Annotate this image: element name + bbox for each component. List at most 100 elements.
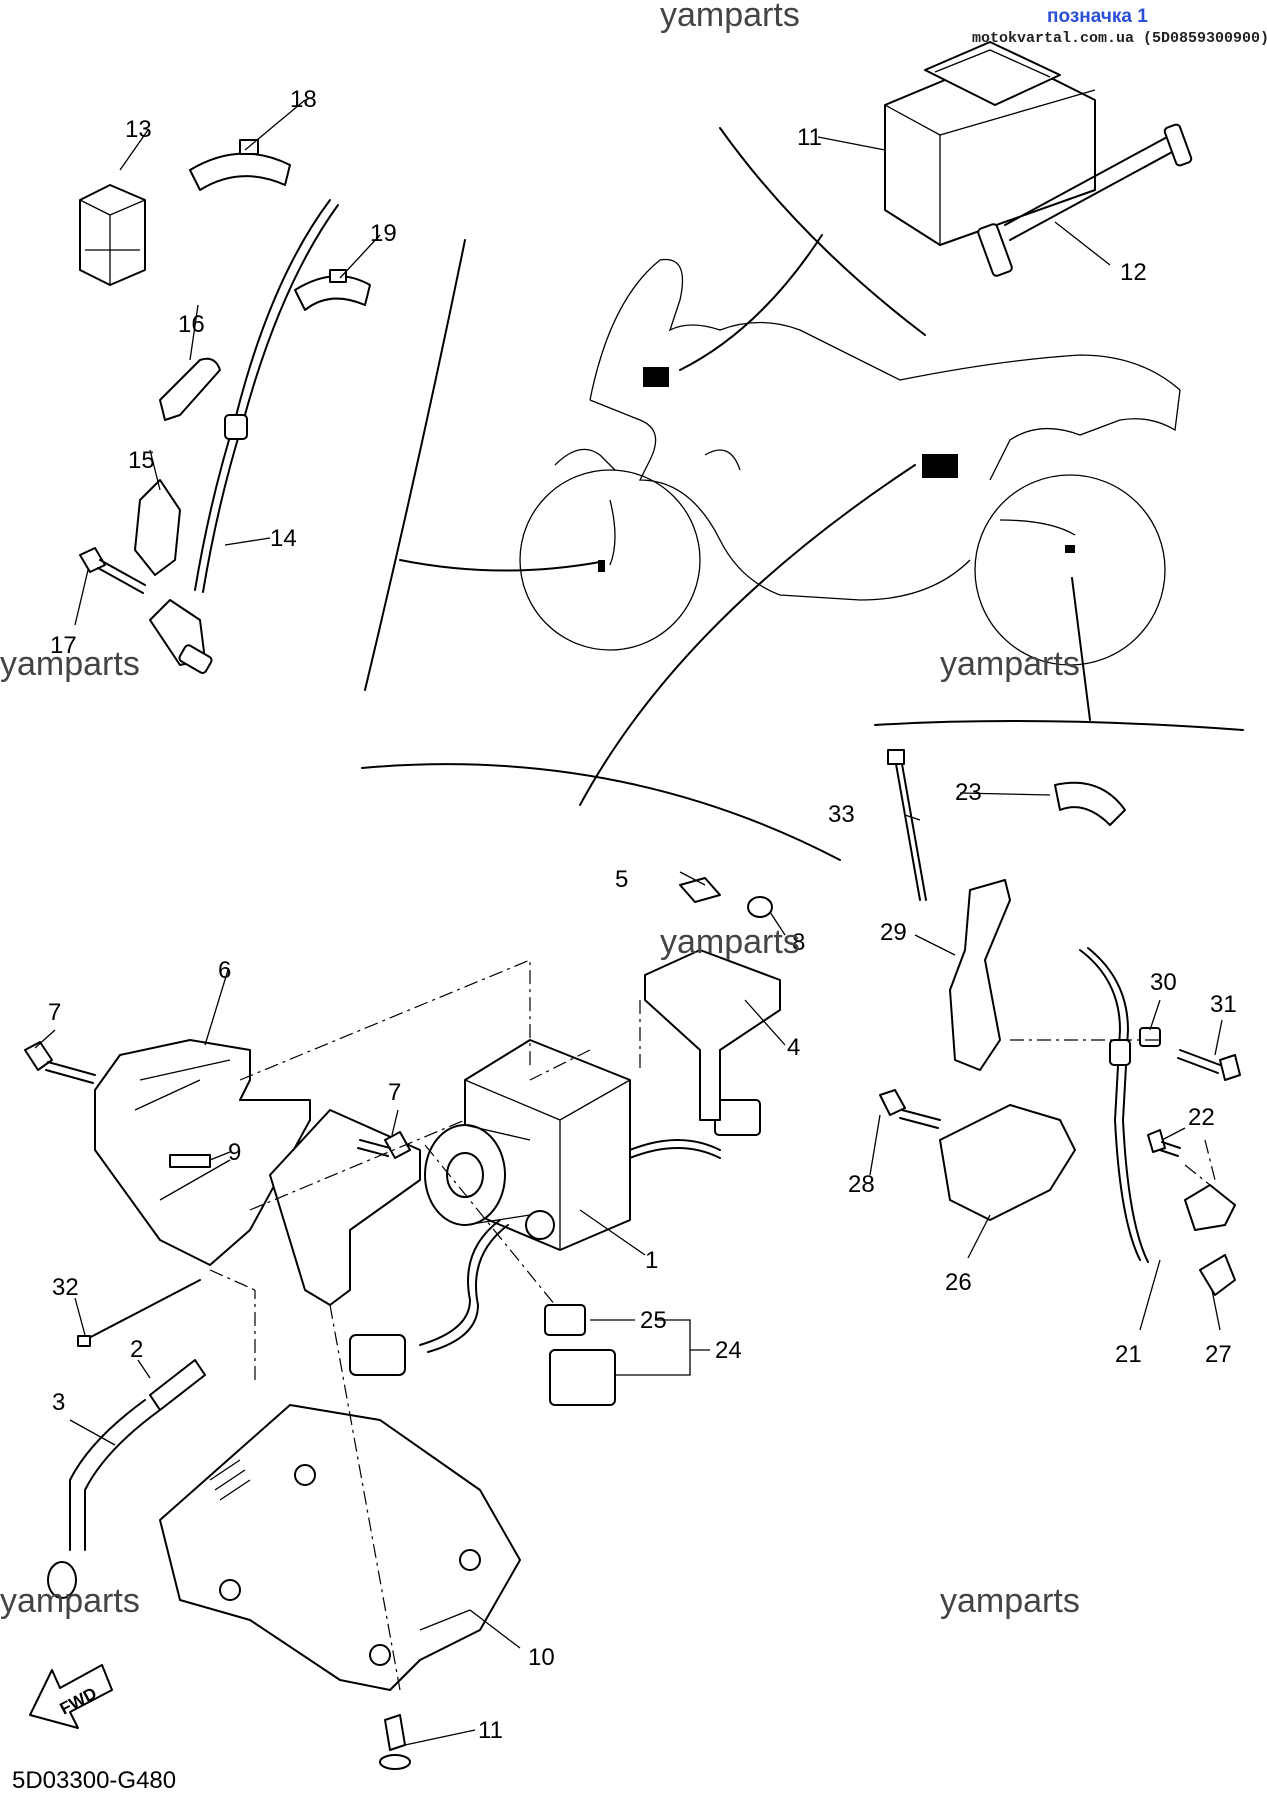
part-hose-end (47, 1561, 77, 1599)
ecu-location-marker (643, 367, 669, 387)
callout-3: 3 (52, 1389, 65, 1416)
front-sensor-marker (598, 560, 605, 572)
part-relay (79, 184, 146, 286)
callout-13: 12 (1120, 259, 1147, 286)
part-clamp-19 (189, 139, 291, 191)
part-cover-10 (159, 1404, 521, 1691)
part-label-9 (169, 1154, 211, 1168)
callout-4: 4 (787, 1034, 800, 1061)
part-coupler-assy-24 (549, 1349, 616, 1406)
callout-10: 10 (528, 1644, 555, 1671)
abs-location-marker (922, 454, 958, 478)
rear-sensor-marker (1065, 545, 1075, 553)
part-clamp-23 (1054, 781, 1126, 826)
callout-32: 32 (52, 1274, 79, 1301)
part-damper-5 (679, 877, 721, 903)
part-ecu-unit (884, 41, 1096, 246)
rear-wheel (974, 474, 1166, 666)
callout-2: 2 (130, 1336, 143, 1363)
watermark-top: yamparts (660, 0, 800, 34)
callout-1: 1 (645, 1247, 658, 1274)
callout-30: 30 (1150, 969, 1177, 996)
callout-12: 11 (797, 124, 822, 151)
part-clamp-27 (1199, 1254, 1236, 1296)
part-bracket-29 (949, 879, 1011, 1071)
watermark-bottom-right: yamparts (940, 1582, 1080, 1620)
watermark-left: yamparts (0, 645, 140, 683)
callout-29: 29 (880, 919, 907, 946)
callout-14: 13 (125, 116, 152, 143)
callout-17: 16 (178, 311, 205, 338)
callout-9: 9 (228, 1139, 241, 1166)
part-rod-32 (84, 1279, 201, 1341)
fwd-arrow-icon: FWD (29, 1664, 113, 1729)
callout-5: 5 (615, 866, 628, 893)
callout-24: 24 (715, 1337, 742, 1364)
part-bracket-center (269, 1109, 421, 1306)
arrow-rear-sensor (1071, 577, 1091, 721)
callout-19: 18 (290, 86, 317, 113)
part-fitting-2 (149, 1359, 206, 1411)
divider-left-curve (364, 239, 466, 691)
callout-15: 14 (270, 525, 297, 552)
callout-20: 19 (370, 220, 397, 247)
part-clamp-20 (294, 269, 371, 311)
callout-11: 11 (478, 1717, 503, 1744)
part-bracket-26 (939, 1104, 1076, 1221)
part-hose-3 (69, 1399, 161, 1551)
watermark-right: yamparts (940, 645, 1080, 683)
part-bolt-11 (379, 1714, 411, 1770)
divider-abs-curve (361, 763, 841, 861)
part-front-wheel-sensor (149, 199, 339, 674)
callout-7a: 7 (48, 999, 61, 1026)
part-bolt-28 (879, 1089, 941, 1129)
part-harness-coupler (349, 1334, 406, 1376)
callout-33: 33 (828, 801, 855, 828)
callout-23: 23 (955, 779, 982, 806)
callout-labels: 13 18 19 16 15 14 17 11 12 5 8 4 6 7 7 9… (48, 86, 1237, 1744)
diagram-code: 5D03300-G480 (12, 1767, 176, 1794)
part-bolt-31 (1177, 1049, 1241, 1081)
arrow-abs (579, 464, 916, 806)
divider-top-curve (719, 127, 926, 336)
callout-21: 21 (1115, 1341, 1142, 1368)
callout-22: 22 (1188, 1104, 1215, 1131)
front-wheel (519, 469, 701, 651)
part-collar-8 (747, 896, 773, 918)
callout-7b: 7 (388, 1079, 401, 1106)
part-coupler-25 (544, 1304, 586, 1336)
part-rod-end (77, 1335, 91, 1347)
part-clamp-30 (1139, 1027, 1161, 1047)
callout-16: 15 (128, 447, 155, 474)
watermark-bottom-left: yamparts (0, 1582, 140, 1620)
callout-27: 27 (1205, 1341, 1232, 1368)
header-source: motokvartal.com.ua (5D0859300900) (972, 30, 1267, 47)
motorcycle-outline (519, 258, 1181, 666)
leader-lines (34, 99, 1223, 1746)
part-rear-wheel-sensor (1079, 947, 1236, 1263)
divider-rear-curve (874, 720, 1244, 731)
watermark-center: yamparts (660, 923, 800, 961)
callout-26: 26 (945, 1269, 972, 1296)
callout-8: 8 (792, 929, 805, 956)
part-hydraulic-unit-bracket (94, 1039, 311, 1266)
part-sensor-bracket (134, 479, 181, 576)
callout-6: 6 (218, 957, 231, 984)
part-hydraulic-unit (424, 1039, 761, 1251)
arrow-ecu (679, 234, 823, 371)
part-ecu-band (977, 123, 1193, 277)
arrow-front-sensor (399, 559, 601, 572)
part-bracket-4 (644, 949, 781, 1121)
callout-25: 25 (640, 1307, 667, 1334)
part-bolt-7a (24, 1041, 96, 1084)
callout-31: 31 (1210, 991, 1237, 1018)
callout-18: 17 (50, 632, 77, 659)
part-cable-tie-33 (887, 749, 927, 901)
callout-28: 28 (848, 1171, 875, 1198)
assembly-lines-abs (209, 959, 641, 1691)
part-bolt-22 (1147, 1129, 1181, 1157)
header-label: позначка 1 (1047, 6, 1148, 27)
assembly-lines-rear (1010, 1039, 1216, 1186)
part-lead-clamp (159, 357, 221, 421)
